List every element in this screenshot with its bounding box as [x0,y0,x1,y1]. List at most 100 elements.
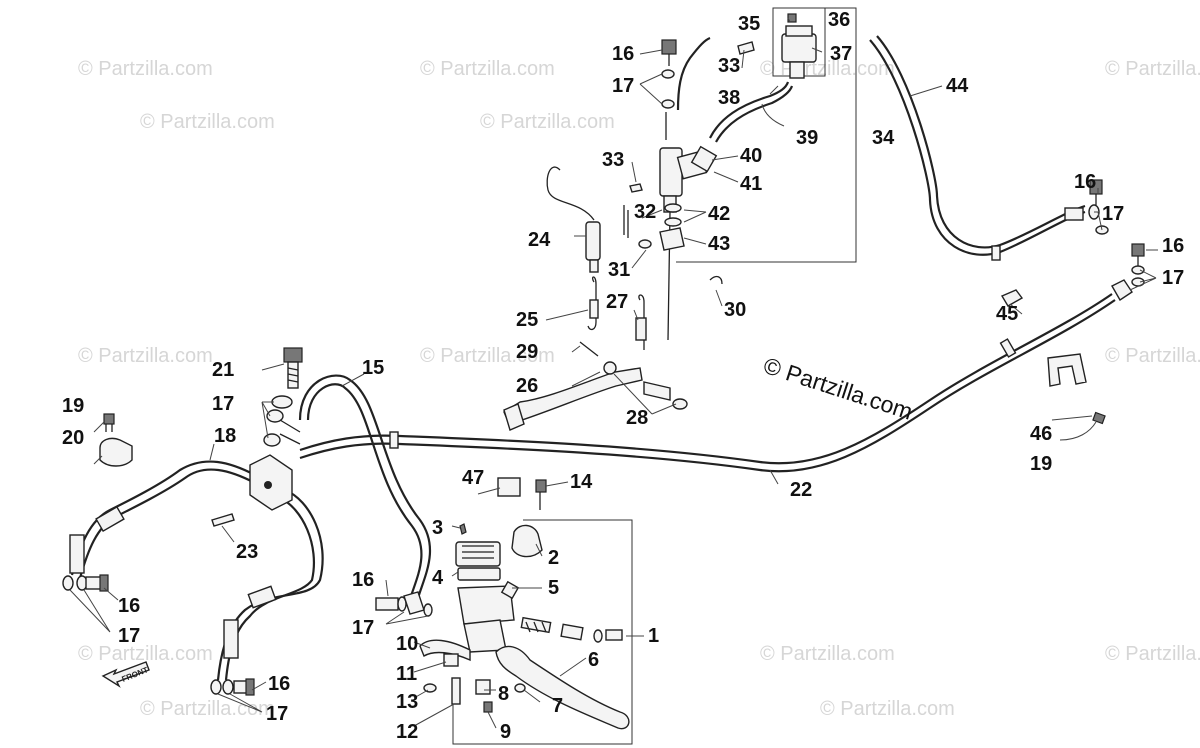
callout-17-right: 17 [1162,267,1184,289]
callout-40: 40 [740,145,762,167]
brake-line-22 [299,293,1113,465]
callout-12: 12 [396,721,418,743]
copyright-mark: © Partzilla.com [760,352,915,425]
callout-16-right: 16 [1162,235,1184,257]
callout-18: 18 [214,425,236,447]
brake-line-22-inner [299,299,1116,473]
callout-25: 25 [516,309,538,331]
hose-clamps [69,245,1017,659]
callout-11: 11 [396,663,417,685]
assembly-box-1 [452,519,633,745]
callout-21: 21 [212,359,234,381]
callout-26: 26 [516,375,538,397]
watermark: © Partzilla.com [480,111,615,133]
watermark: © Partzilla.com [420,58,555,80]
brake-line-18-inner [78,468,256,579]
clamp [389,431,399,449]
callout-34: 34 [872,127,895,149]
bolt-21-assembly [263,347,303,447]
callout-37: 37 [830,43,852,65]
callout-10: 10 [396,633,418,655]
callout-19-right: 19 [1030,453,1052,475]
callout-46: 46 [1030,423,1052,445]
watermark: © Partzilla.com [1105,643,1200,665]
clamp [95,505,125,533]
callout-47: 47 [462,467,484,489]
fittings-front-left [62,574,255,696]
callout-33-upper: 33 [718,55,740,77]
callout-1: 1 [648,625,659,647]
watermark: © Partzilla.com [420,345,555,367]
callout-17: 17 [612,75,634,97]
bracket-45-46 [1000,289,1106,425]
copyright-text: © Partzilla.com [760,352,915,425]
callout-44: 44 [946,75,969,97]
callout-23: 23 [236,541,258,563]
callout-22: 22 [790,479,812,501]
callout-32: 32 [634,201,656,223]
callout-16-front-left: 16 [118,595,140,617]
callout-17-front-left: 17 [118,625,140,647]
clamp [69,534,85,574]
leader-lines [69,17,1158,729]
callout-33: 33 [602,149,624,171]
callout-39: 39 [796,127,818,149]
watermark: © Partzilla.com [78,643,213,665]
brake-line-44 [869,39,1086,256]
watermark: © Partzilla.com [78,58,213,80]
callout-17-handlebar: 17 [352,617,374,639]
callout-17-mid: 17 [212,393,234,415]
rear-master-cylinder [623,13,817,341]
clamp [247,585,277,609]
callout-3: 3 [432,517,443,539]
callout-42: 42 [708,203,730,225]
brake-line-44-inner [876,35,1086,249]
callout-5: 5 [548,577,559,599]
callout-16-rear-right: 16 [1074,171,1096,193]
callout-29: 29 [516,341,538,363]
callout-41: 41 [740,173,762,195]
fittings-rear-right [1064,179,1145,301]
brake-line-15-inner [306,383,423,597]
clamp [991,245,1001,261]
clamp [999,338,1017,358]
hose-39 [709,81,790,139]
callout-30: 30 [724,299,746,321]
callout-4: 4 [432,567,444,589]
callout-2: 2 [548,547,559,569]
callout-14: 14 [570,471,593,493]
clip-20-bolt-19 [99,413,133,467]
callout-7: 7 [552,695,563,717]
callout-36: 36 [828,9,850,31]
callout-43: 43 [708,233,730,255]
callout-17-rear-right: 17 [1102,203,1124,225]
callout-35: 35 [738,13,760,35]
hose-39-inner [715,85,794,143]
watermark: © Partzilla.com [1105,58,1200,80]
watermark: © Partzilla.com [760,58,895,80]
clamp [223,619,239,659]
callout-24: 24 [528,229,551,251]
brake-line-18 [70,460,256,576]
callout-17-front-right: 17 [266,703,288,725]
assembly-box-34 [676,7,857,263]
callout-45: 45 [996,303,1018,325]
callout-16: 16 [612,43,634,65]
callout-28: 28 [626,407,648,429]
callout-38: 38 [718,87,740,109]
junction-block [211,454,293,527]
callout-16-handlebar: 16 [352,569,374,591]
callout-9: 9 [500,721,511,743]
callout-8: 8 [498,683,509,705]
callout-27: 27 [606,291,628,313]
watermark: © Partzilla.com [1105,345,1200,367]
callout-16-front-right: 16 [268,673,290,695]
callout-19: 19 [62,395,84,417]
watermark: © Partzilla.com [78,345,213,367]
callout-20: 20 [62,427,84,449]
watermark: © Partzilla.com [820,698,955,720]
watermark: © Partzilla.com [140,111,275,133]
front-direction-arrow: FRONT [101,661,150,688]
